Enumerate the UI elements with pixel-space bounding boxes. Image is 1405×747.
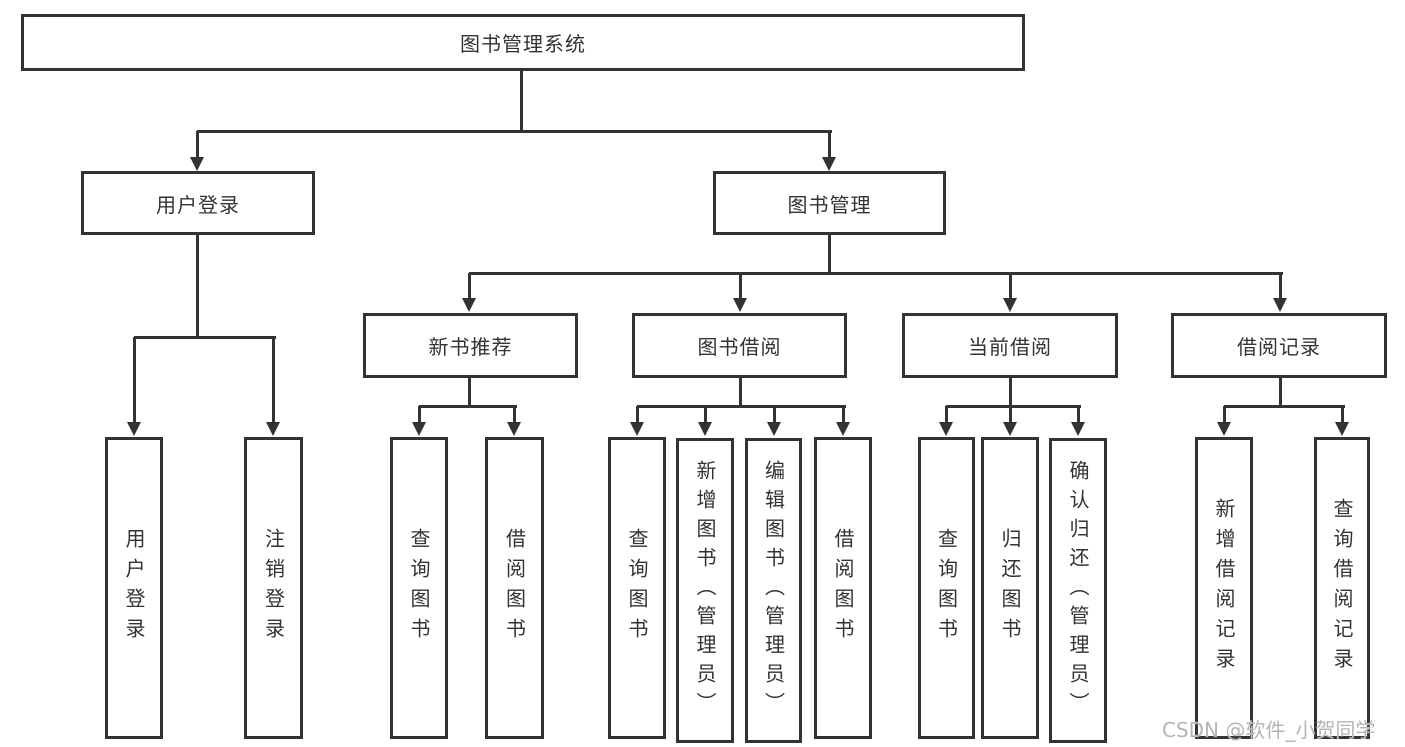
leaf-borrow-books-2: 借阅图书 — [814, 437, 872, 739]
arrowhead-down-icon — [507, 422, 521, 436]
leaf-query-books-2-label: 查询图书 — [625, 528, 649, 648]
connector-line — [134, 336, 276, 339]
connector-line — [828, 131, 831, 159]
node-book-management: 图书管理 — [713, 171, 946, 235]
connector-line — [1009, 406, 1012, 424]
leaf-query-books-3: 查询图书 — [918, 437, 975, 739]
node-current-borrowing-label: 当前借阅 — [968, 335, 1052, 359]
leaf-confirm-return-admin: 确认归还（管理员） — [1049, 438, 1107, 743]
csdn-watermark: CSDN @软件_小贺同学 — [1162, 718, 1376, 742]
leaf-query-borrow-record-label: 查询借阅记录 — [1330, 498, 1354, 678]
connector-line — [773, 406, 776, 424]
leaf-add-book-admin: 新增图书（管理员） — [676, 438, 734, 743]
leaf-logout-label: 注销登录 — [261, 528, 286, 648]
node-new-book-recommend-label: 新书推荐 — [428, 335, 513, 359]
connector-line — [636, 406, 639, 424]
leaf-return-book-label: 归还图书 — [998, 528, 1022, 648]
leaf-user-login-label: 用户登录 — [122, 528, 146, 648]
connector-line — [469, 272, 1283, 275]
connector-line — [272, 337, 275, 424]
node-root-label: 图书管理系统 — [460, 32, 586, 56]
connector-line — [520, 71, 523, 133]
leaf-add-borrow-record-label: 新增借阅记录 — [1212, 498, 1236, 678]
arrowhead-down-icon — [1335, 422, 1349, 436]
leaf-user-login: 用户登录 — [105, 437, 163, 739]
connector-line — [1279, 378, 1282, 408]
arrowhead-down-icon — [939, 422, 953, 436]
arrowhead-down-icon — [698, 422, 712, 436]
arrowhead-down-icon — [1003, 422, 1017, 436]
node-current-borrowing: 当前借阅 — [902, 313, 1118, 378]
arrowhead-down-icon — [1217, 422, 1231, 436]
node-user-login: 用户登录 — [81, 171, 315, 235]
connector-line — [468, 273, 471, 300]
connector-line — [1009, 378, 1012, 408]
connector-line — [419, 405, 517, 408]
node-book-borrowing: 图书借阅 — [632, 313, 847, 378]
connector-line — [1279, 273, 1282, 300]
leaf-query-books-3-label: 查询图书 — [934, 528, 959, 648]
connector-line — [196, 131, 199, 159]
arrowhead-down-icon — [1273, 298, 1287, 312]
connector-line — [513, 406, 516, 424]
node-borrowing-records-label: 借阅记录 — [1237, 335, 1321, 359]
node-borrowing-records: 借阅记录 — [1171, 313, 1387, 378]
arrowhead-down-icon — [266, 422, 280, 436]
connector-line — [197, 130, 832, 133]
connector-line — [1341, 406, 1344, 424]
connector-line — [704, 406, 707, 424]
arrowhead-down-icon — [733, 298, 747, 312]
connector-line — [1224, 405, 1345, 408]
connector-line — [133, 337, 136, 424]
leaf-confirm-return-admin-label: 确认归还（管理员） — [1066, 460, 1090, 721]
arrowhead-down-icon — [127, 422, 141, 436]
leaf-add-borrow-record: 新增借阅记录 — [1195, 437, 1253, 739]
arrowhead-down-icon — [1071, 422, 1085, 436]
connector-line — [637, 405, 846, 408]
arrowhead-down-icon — [462, 298, 476, 312]
connector-line — [1223, 406, 1226, 424]
leaf-query-books-1-label: 查询图书 — [407, 528, 431, 648]
leaf-borrow-books-1: 借阅图书 — [485, 437, 544, 739]
leaf-logout: 注销登录 — [244, 437, 303, 739]
connector-line — [418, 406, 421, 424]
node-book-management-label: 图书管理 — [787, 192, 872, 217]
connector-line — [1077, 406, 1080, 424]
arrowhead-down-icon — [630, 422, 644, 436]
connector-line — [196, 235, 199, 339]
node-user-login-label: 用户登录 — [156, 192, 240, 217]
node-root: 图书管理系统 — [21, 14, 1025, 71]
arrowhead-down-icon — [822, 157, 836, 171]
arrowhead-down-icon — [1003, 298, 1017, 312]
connector-line — [946, 405, 1081, 408]
connector-line — [468, 378, 471, 408]
arrowhead-down-icon — [412, 422, 426, 436]
arrowhead-down-icon — [836, 422, 850, 436]
connector-line — [842, 406, 845, 424]
node-new-book-recommend: 新书推荐 — [363, 313, 578, 378]
arrowhead-down-icon — [767, 422, 781, 436]
leaf-query-borrow-record: 查询借阅记录 — [1314, 437, 1370, 739]
leaf-edit-book-admin: 编辑图书（管理员） — [745, 438, 802, 743]
connector-line — [1009, 273, 1012, 300]
node-book-borrowing-label: 图书借阅 — [697, 335, 782, 359]
leaf-query-books-1: 查询图书 — [390, 437, 448, 739]
leaf-borrow-books-2-label: 借阅图书 — [831, 528, 855, 648]
arrowhead-down-icon — [190, 157, 204, 171]
leaf-borrow-books-1-label: 借阅图书 — [502, 528, 527, 648]
leaf-edit-book-admin-label: 编辑图书（管理员） — [761, 460, 786, 721]
leaf-query-books-2: 查询图书 — [608, 437, 666, 739]
leaf-add-book-admin-label: 新增图书（管理员） — [693, 460, 717, 721]
connector-line — [739, 378, 742, 408]
connector-line — [828, 235, 831, 275]
leaf-return-book: 归还图书 — [981, 437, 1039, 739]
connector-line — [739, 273, 742, 300]
connector-line — [945, 406, 948, 424]
